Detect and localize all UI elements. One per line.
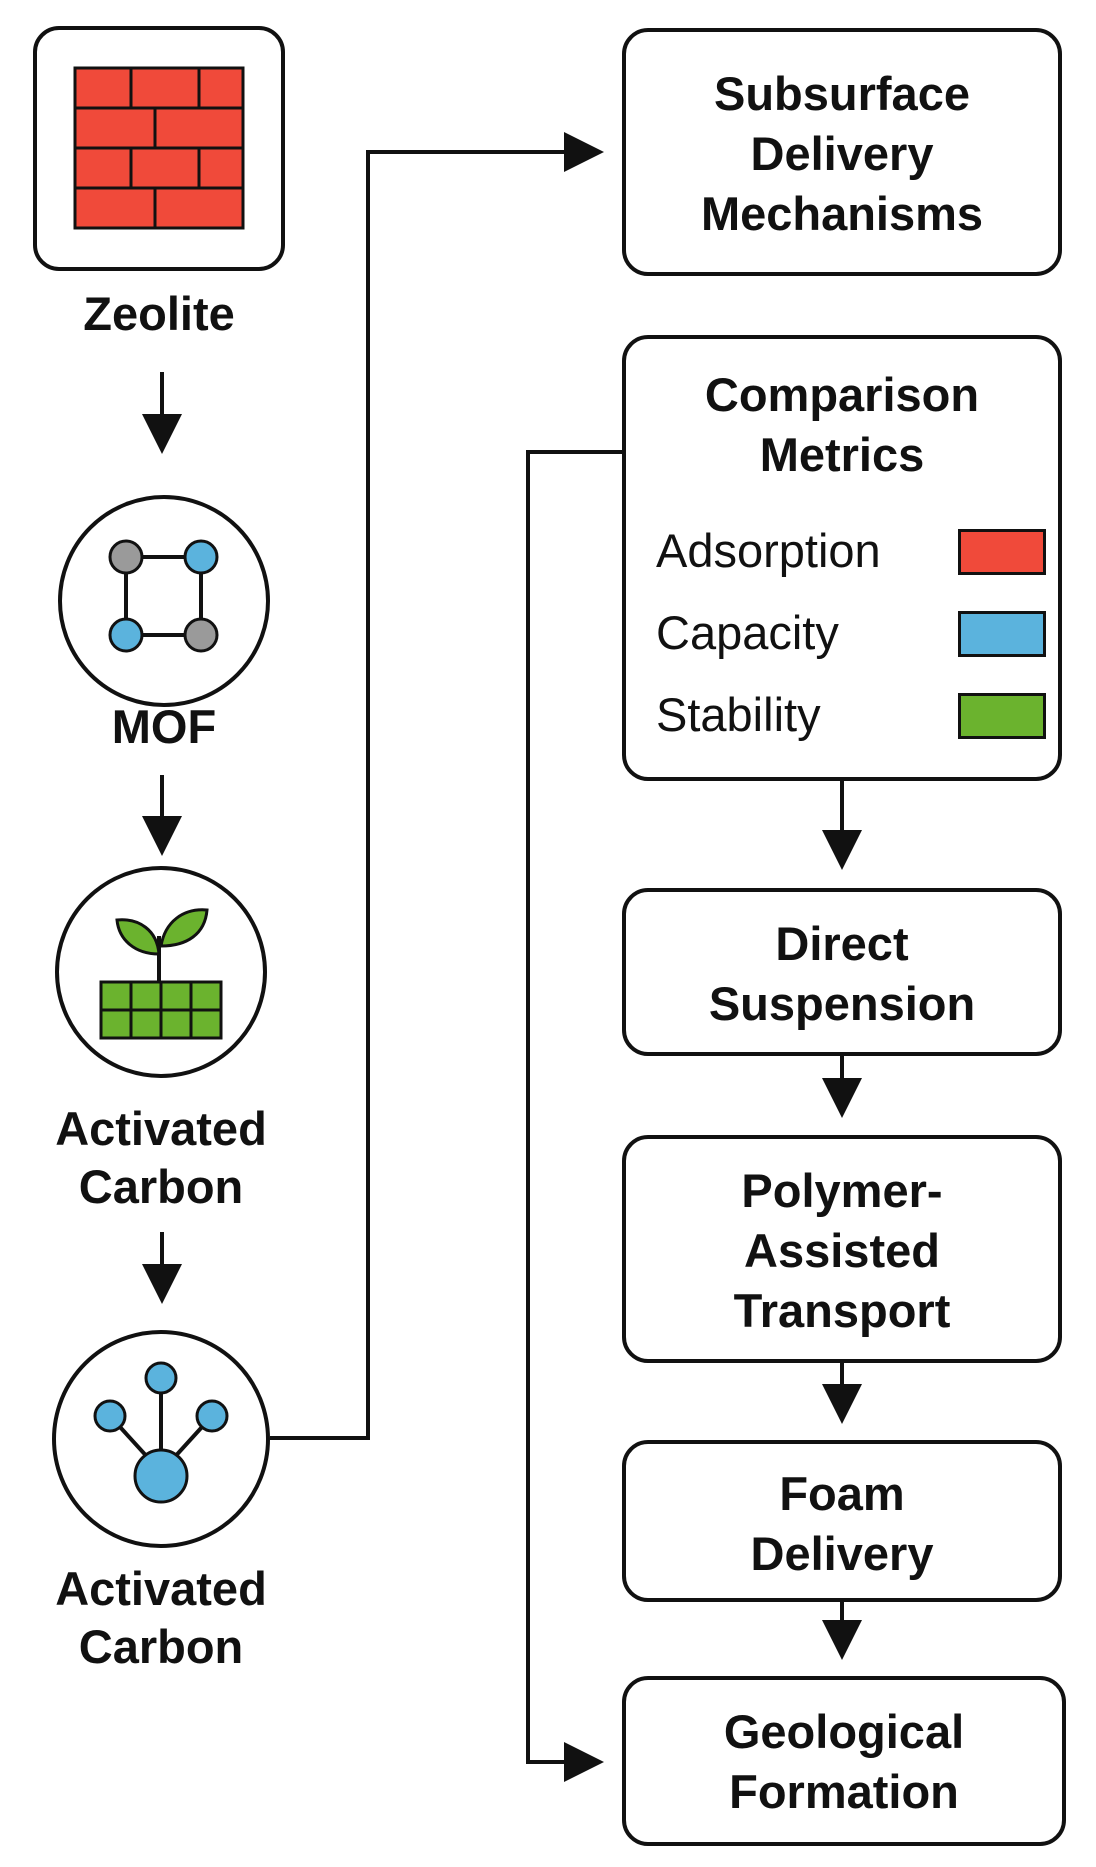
arrow-network-to-subsurface <box>270 132 604 1440</box>
geological-line-2: Formation <box>729 1765 959 1818</box>
activated-carbon-icon-circle-2 <box>52 1330 270 1548</box>
zeolite-icon-box <box>33 26 285 271</box>
polymer-assisted-transport-box: Polymer- Assisted Transport <box>622 1135 1062 1363</box>
subsurface-delivery-box: Subsurface Delivery Mechanisms <box>622 28 1062 276</box>
geological-formation-box: Geological Formation <box>622 1676 1066 1846</box>
direct-suspension-title: Direct Suspension <box>626 914 1058 1034</box>
polymer-line-3: Transport <box>733 1284 951 1337</box>
foam-delivery-title: Foam Delivery <box>626 1464 1058 1584</box>
activated-carbon-icon-circle-1 <box>55 866 267 1078</box>
brick-wall-icon <box>73 66 245 230</box>
activated-carbon-label-1: Activated Carbon <box>20 1100 302 1216</box>
zeolite-label: Zeolite <box>83 287 235 340</box>
legend-swatch-stability <box>958 693 1046 739</box>
subsurface-line-3: Mechanisms <box>700 187 984 240</box>
arrow-comparison-to-geological <box>526 450 622 1782</box>
geological-line-1: Geological <box>723 1705 965 1758</box>
mof-label: MOF <box>111 700 217 753</box>
comparison-line-1: Comparison <box>704 368 980 421</box>
legend-swatch-capacity <box>958 611 1046 657</box>
direct-suspension-line-1: Direct <box>775 917 909 970</box>
mof-icon-circle <box>58 495 270 707</box>
activated-carbon-label-1-line2: Carbon <box>78 1160 244 1213</box>
direct-suspension-line-2: Suspension <box>708 977 976 1030</box>
sprout-grid-icon <box>99 908 223 1040</box>
comparison-line-2: Metrics <box>759 428 925 481</box>
geological-formation-title: Geological Formation <box>626 1702 1062 1822</box>
comparison-metrics-title: Comparison Metrics <box>626 365 1058 485</box>
activated-carbon-label-1-line1: Activated <box>55 1102 267 1155</box>
metal-organic-framework-icon <box>108 539 219 653</box>
activated-carbon-label-2: Activated Carbon <box>20 1560 302 1676</box>
legend-row-capacity: Capacity <box>656 603 1046 663</box>
legend-label-capacity: Capacity <box>656 606 839 659</box>
polymer-line-1: Polymer- <box>741 1164 943 1217</box>
comparison-metrics-box: Comparison Metrics Adsorption Capacity S… <box>622 335 1062 781</box>
subsurface-delivery-title: Subsurface Delivery Mechanisms <box>626 64 1058 244</box>
subsurface-line-1: Subsurface <box>714 67 970 120</box>
foam-line-1: Foam <box>779 1467 905 1520</box>
branching-network-icon <box>93 1361 229 1504</box>
polymer-line-2: Assisted <box>744 1224 940 1277</box>
foam-delivery-box: Foam Delivery <box>622 1440 1062 1602</box>
legend-label-stability: Stability <box>656 688 821 741</box>
activated-carbon-label-2-line2: Carbon <box>78 1620 244 1673</box>
subsurface-line-2: Delivery <box>750 127 934 180</box>
activated-carbon-label-2-line1: Activated <box>55 1562 267 1615</box>
legend-label-adsorption: Adsorption <box>656 524 881 577</box>
legend-swatch-adsorption <box>958 529 1046 575</box>
polymer-assisted-transport-title: Polymer- Assisted Transport <box>626 1161 1058 1341</box>
direct-suspension-box: Direct Suspension <box>622 888 1062 1056</box>
legend-row-adsorption: Adsorption <box>656 521 1046 581</box>
foam-line-2: Delivery <box>750 1527 934 1580</box>
legend-row-stability: Stability <box>656 685 1046 745</box>
